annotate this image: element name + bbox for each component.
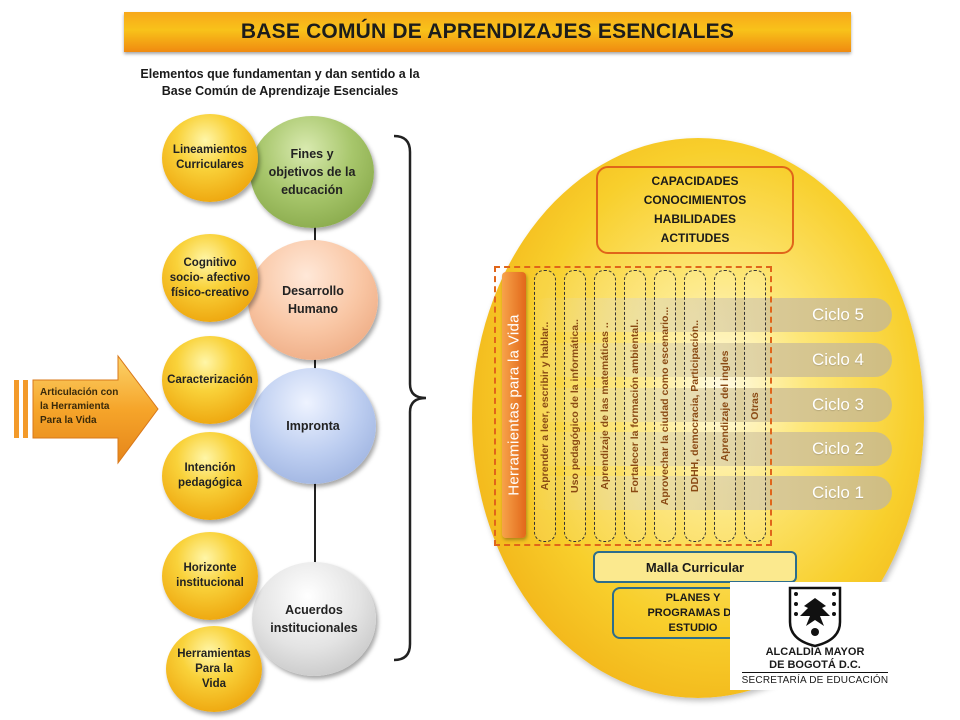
articulation-text: Articulación con la Herramienta Para la … bbox=[40, 386, 136, 428]
capacity-label: HABILIDADES bbox=[653, 212, 736, 226]
circle-label: Cognitivo bbox=[183, 256, 237, 269]
tools-title: Herramientas para la Vida bbox=[505, 314, 523, 496]
circle-caracterizacion: Caracterización bbox=[162, 336, 258, 424]
circle-label: Intención bbox=[184, 462, 236, 474]
tool-label: Otras bbox=[749, 392, 761, 420]
malla-label: Malla Curricular bbox=[645, 559, 745, 575]
logo-panel: ALCALDÍA MAYOR DE BOGOTÁ D.C. SECRETARÍA… bbox=[730, 582, 900, 690]
tools-frame bbox=[494, 266, 772, 546]
circle-label: educación bbox=[281, 183, 343, 197]
circle-lineamientos: Lineamientos Curriculares bbox=[162, 114, 258, 202]
logo-text: ALCALDÍA MAYOR bbox=[765, 646, 865, 658]
capacity-label: ACTITUDES bbox=[660, 231, 730, 245]
ciclo-label: Ciclo 3 bbox=[812, 395, 864, 414]
circle-fines-objetivos: Fines y objetivos de la educación bbox=[250, 116, 374, 228]
bogota-crest-icon bbox=[788, 586, 842, 648]
circle-label: Lineamientos bbox=[172, 144, 248, 156]
ciclo-band: Ciclo 1 bbox=[530, 476, 892, 510]
tool-label: DDHH, democracia, Participación.. bbox=[689, 319, 701, 493]
tool-strip: Aprender a leer, escribir y hablar.. bbox=[534, 270, 556, 542]
circle-label: institucionales bbox=[270, 621, 358, 635]
subtitle: Elementos que fundamentan y dan sentido … bbox=[100, 66, 460, 100]
circle-label: socio- afectivo bbox=[169, 271, 251, 284]
logo-text: SECRETARÍA DE EDUCACIÓN bbox=[741, 675, 889, 686]
logo-text: DE BOGOTÁ D.C. bbox=[769, 659, 861, 671]
tools-vertical-label: Herramientas para la Vida bbox=[502, 272, 526, 538]
tool-label: Uso pedagógico de la informática.. bbox=[569, 319, 581, 493]
circle-intencion: Intención pedagógica bbox=[162, 432, 258, 520]
articulation-arrow bbox=[14, 354, 159, 465]
circle-label: Horizonte bbox=[183, 562, 237, 574]
circle-label: objetivos de la bbox=[268, 165, 356, 179]
circle-label: Acuerdos bbox=[285, 603, 343, 617]
tool-label: Fortalecer la formación ambiental.. bbox=[629, 319, 641, 493]
ciclo-band: Ciclo 4 bbox=[530, 343, 892, 377]
subtitle-line: Base Común de Aprendizaje Esenciales bbox=[161, 84, 399, 98]
tool-strip: Uso pedagógico de la informática.. bbox=[564, 270, 586, 542]
ciclo-label: Ciclo 5 bbox=[812, 305, 864, 324]
planes-label: PLANES Y bbox=[665, 591, 721, 604]
circle-label: institucional bbox=[176, 577, 244, 589]
ciclo-label: Ciclo 1 bbox=[812, 483, 864, 502]
page-title: BASE COMÚN DE APRENDIZAJES ESENCIALES bbox=[240, 20, 735, 43]
circle-horizonte: Horizonte institucional bbox=[162, 532, 258, 620]
tool-strip: Aprovechar la ciudad como escenario... bbox=[654, 270, 676, 542]
logo-divider bbox=[742, 672, 888, 673]
subtitle-line: Elementos que fundamentan y dan sentido … bbox=[140, 67, 420, 81]
circle-cognitivo: Cognitivo socio- afectivo físico-creativ… bbox=[162, 234, 258, 322]
circle-label: Impronta bbox=[286, 419, 340, 433]
ciclo-band: Ciclo 2 bbox=[530, 432, 892, 466]
tool-strip: DDHH, democracia, Participación.. bbox=[684, 270, 706, 542]
circle-label: Vida bbox=[201, 677, 227, 690]
articulation-line: Articulación con bbox=[40, 387, 119, 398]
planes-label: ESTUDIO bbox=[668, 621, 718, 634]
circle-label: Caracterización bbox=[167, 373, 253, 386]
circle-label: Para la bbox=[195, 662, 233, 675]
tool-label: Aprendizaje de las matemáticas .. bbox=[599, 322, 611, 490]
tool-label: Aprender a leer, escribir y hablar.. bbox=[539, 321, 551, 491]
planes-label: PROGRAMAS DE bbox=[647, 606, 739, 619]
tool-label: Aprovechar la ciudad como escenario... bbox=[659, 306, 671, 506]
ciclo-label: Ciclo 4 bbox=[812, 350, 864, 369]
title-banner: BASE COMÚN DE APRENDIZAJES ESENCIALES bbox=[124, 12, 851, 52]
circle-label: Curriculares bbox=[176, 159, 244, 171]
circle-label: Humano bbox=[288, 302, 338, 316]
circle-desarrollo-humano: Desarrollo Humano bbox=[248, 240, 378, 360]
articulation-line: Para la Vida bbox=[40, 415, 97, 426]
capacity-label: CONOCIMIENTOS bbox=[643, 193, 747, 207]
tool-strip: Aprendizaje de las matemáticas .. bbox=[594, 270, 616, 542]
circle-label: Desarrollo bbox=[282, 284, 344, 298]
tool-strip: Fortalecer la formación ambiental.. bbox=[624, 270, 646, 542]
ciclo-label: Ciclo 2 bbox=[812, 439, 864, 458]
circle-label: físico-creativo bbox=[171, 286, 249, 299]
circle-acuerdos: Acuerdos institucionales bbox=[252, 562, 376, 676]
planes-box: PLANES Y PROGRAMAS DE ESTUDIO bbox=[612, 587, 774, 639]
ciclo-band: Ciclo 3 bbox=[530, 388, 892, 422]
circle-label: Fines y bbox=[290, 147, 334, 161]
circle-herramientas: Herramientas Para la Vida bbox=[166, 626, 262, 712]
tool-strip: Otras bbox=[744, 270, 766, 542]
tool-label: Aprendizaje del ingles bbox=[719, 350, 731, 462]
tool-strip: Aprendizaje del ingles bbox=[714, 270, 736, 542]
circle-label: Herramientas bbox=[177, 647, 251, 660]
circle-impronta: Impronta bbox=[250, 368, 376, 484]
capacities-box: CAPACIDADES CONOCIMIENTOS HABILIDADES AC… bbox=[596, 166, 794, 254]
articulation-line: la Herramienta bbox=[40, 401, 110, 412]
circle-label: pedagógica bbox=[178, 477, 242, 489]
malla-curricular-box: Malla Curricular bbox=[593, 551, 797, 583]
ciclo-band: Ciclo 5 bbox=[530, 298, 892, 332]
capacity-label: CAPACIDADES bbox=[651, 174, 739, 188]
